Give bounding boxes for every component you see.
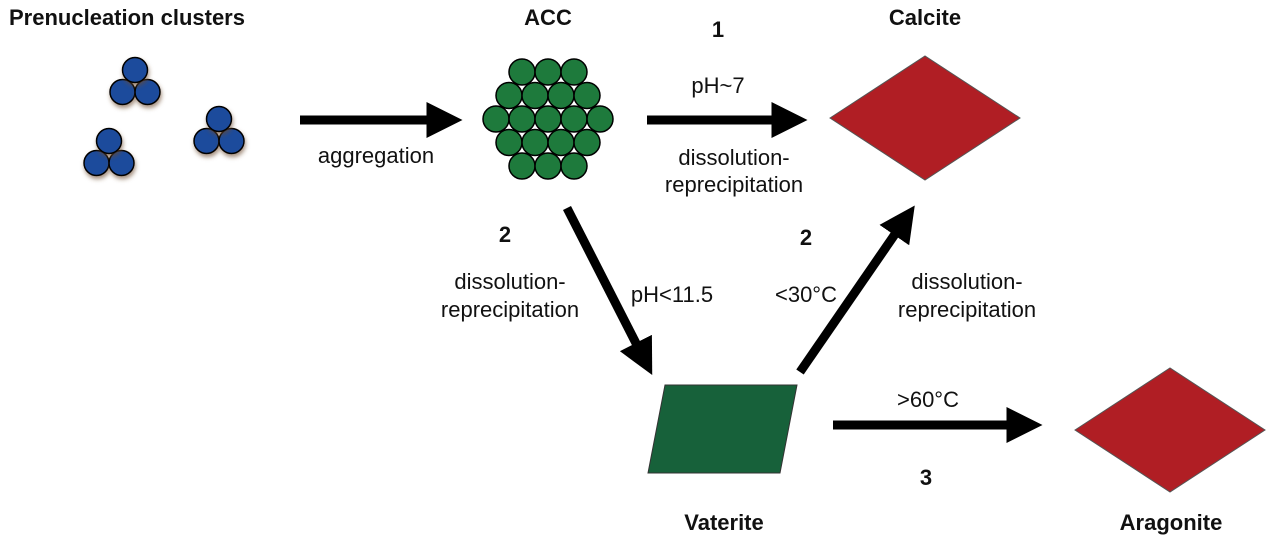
path1-number: 1: [711, 17, 725, 42]
cluster-ion: [95, 127, 123, 155]
acc-unit: [508, 152, 536, 180]
acc-unit: [482, 105, 510, 133]
cluster-ion: [121, 56, 149, 84]
cluster: [109, 56, 161, 106]
acc-to-vaterite-arrow: [562, 205, 653, 376]
path2a-number: 2: [498, 222, 512, 247]
vaterite-crystal: [647, 384, 798, 474]
acc-unit: [521, 128, 549, 157]
calcite-label: Calcite: [888, 5, 962, 30]
acc-unit: [547, 128, 575, 157]
cluster-ion: [108, 149, 135, 177]
path2b-number: 2: [799, 225, 813, 250]
acc-unit: [495, 128, 523, 157]
cluster-ion: [134, 78, 161, 106]
acc-unit: [534, 105, 562, 133]
acc-unit: [573, 81, 601, 110]
prenucleation-label: Prenucleation clusters: [9, 5, 245, 30]
acc-unit: [495, 81, 523, 110]
path1-mechanism-2: reprecipitation: [664, 172, 804, 197]
acc-unit: [547, 81, 575, 110]
path3-condition: >60°C: [896, 387, 960, 412]
aggregation-label: aggregation: [317, 143, 435, 168]
cluster-ion: [205, 105, 233, 133]
acc-unit: [560, 152, 588, 180]
cluster-ion: [83, 149, 110, 177]
path2a-mechanism-2: reprecipitation: [440, 297, 580, 322]
path1-mechanism-1: dissolution-: [678, 145, 790, 170]
vaterite-to-calcite-arrow: [796, 205, 915, 375]
cluster-ion: [109, 78, 136, 106]
path2b-mechanism-2: reprecipitation: [897, 297, 1037, 322]
acc-label: ACC: [524, 5, 572, 30]
vaterite-label: Vaterite: [684, 510, 764, 535]
aragonite-crystal: [1074, 367, 1266, 493]
calcite-crystal: [829, 55, 1021, 181]
cluster-ion: [218, 127, 245, 155]
path2b-condition: <30°C: [774, 282, 838, 307]
acc-unit: [560, 105, 588, 133]
path2a-condition: pH<11.5: [630, 282, 714, 307]
acc-unit: [508, 58, 536, 86]
cluster: [193, 105, 245, 155]
prenucleation-clusters: [83, 56, 245, 177]
acc-particle: [482, 58, 614, 180]
aragonite-label: Aragonite: [1119, 510, 1223, 535]
acc-unit: [508, 105, 536, 133]
acc-unit: [560, 58, 588, 86]
path2a-mechanism-1: dissolution-: [454, 269, 566, 294]
acc-unit: [534, 152, 562, 180]
cluster: [83, 127, 135, 177]
acc-unit: [586, 105, 614, 133]
path3-number: 3: [919, 465, 933, 490]
acc-unit: [573, 128, 601, 157]
acc-unit: [521, 81, 549, 110]
path2b-mechanism-1: dissolution-: [911, 269, 1023, 294]
cluster-ion: [193, 127, 220, 155]
path1-condition: pH~7: [691, 73, 745, 98]
acc-unit: [534, 58, 562, 86]
